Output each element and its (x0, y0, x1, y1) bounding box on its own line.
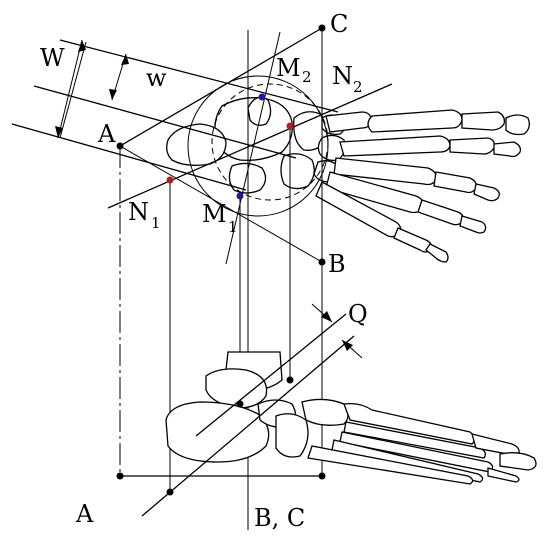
point-M1 (236, 192, 244, 200)
point-N1-bottom (166, 488, 174, 496)
label-M1-sub: 1 (228, 218, 238, 236)
talus-circle-dashed (211, 83, 329, 201)
point-N2-bottom (286, 376, 294, 384)
point-B (318, 258, 326, 266)
label-A-bottom: A (75, 500, 94, 528)
label-N1: N (128, 198, 149, 226)
point-M2 (258, 93, 266, 101)
point-A-bottom (116, 472, 124, 480)
label-M2-sub: 2 (302, 68, 312, 86)
labels: W w A C B M 2 N 2 N 1 M 1 Q A B, C (40, 10, 368, 532)
label-C: C (330, 10, 348, 38)
label-W: W (40, 44, 65, 72)
point-markers (116, 24, 326, 496)
top-view-foot-bones (166, 96, 530, 263)
point-N1 (166, 176, 174, 184)
point-N2 (286, 122, 294, 130)
label-M1: M (202, 200, 227, 228)
point-A-top (116, 142, 124, 150)
width-dimension-arrows (55, 39, 129, 139)
label-M2: M (276, 54, 301, 82)
label-N2-sub: 2 (353, 78, 363, 96)
point-M1-bottom (236, 400, 244, 408)
label-w: w (146, 64, 167, 92)
label-Q: Q (348, 300, 368, 328)
label-A-top: A (97, 120, 116, 148)
label-B: B (328, 250, 346, 278)
point-C (318, 24, 326, 32)
bottom-view-lines (120, 303, 363, 517)
label-N1-sub: 1 (151, 214, 161, 232)
label-N2: N (332, 62, 353, 90)
point-BC-bottom (318, 472, 326, 480)
bottom-view-foot-bones (165, 351, 537, 485)
label-BC-bottom: B, C (254, 504, 305, 532)
